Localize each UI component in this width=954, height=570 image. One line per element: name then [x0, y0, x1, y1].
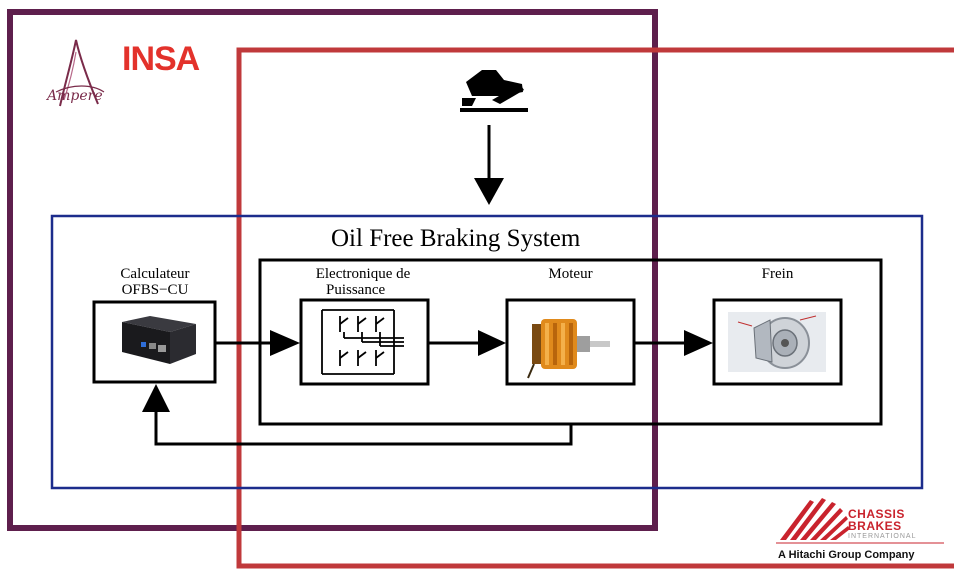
control-unit-icon [122, 316, 196, 364]
calculateur-label: Calculateur OFBS−CU [88, 266, 222, 298]
electronique-label: Electronique de Puissance [288, 266, 438, 298]
electronique-label-line2: Puissance [326, 282, 386, 298]
moteur-label: Moteur [548, 266, 593, 282]
pedal-arrow-head [474, 178, 504, 205]
cbi-frame [236, 47, 954, 569]
cbi-line3: INTERNATIONAL [848, 533, 917, 540]
feedback-arrow-head [142, 384, 170, 412]
ampere-frame [7, 9, 658, 531]
ampere-logo-mark [55, 39, 105, 107]
feedback-line [154, 412, 573, 446]
motor-icon [527, 319, 610, 379]
cbi-tagline: A Hitachi Group Company [778, 549, 915, 561]
diagram-title: Oil Free Braking System [331, 225, 581, 252]
pedal-icon [460, 70, 528, 112]
ofbs-frame [50, 214, 924, 490]
calculateur-label-line1: Calculateur [120, 266, 190, 282]
arrow-elec-to-moteur [478, 330, 506, 356]
arrow-moteur-to-frein [684, 330, 713, 356]
brake-disc-icon [728, 312, 826, 372]
cbi-line2: BRAKES [848, 519, 902, 533]
insa-logo: INSA [122, 40, 200, 78]
ampere-logo-text: Ampere [47, 88, 103, 104]
frein-label: Frein [761, 266, 794, 282]
moteur-box [505, 298, 636, 386]
cbi-line1: CHASSIS [848, 507, 905, 521]
cbi-logo-mark [780, 498, 850, 540]
cbi-logo-name: CHASSIS BRAKES [848, 508, 905, 532]
arrow-calc-to-elec [270, 330, 300, 356]
power-electronics-icon [321, 309, 404, 375]
calculateur-label-line2: OFBS−CU [121, 282, 189, 298]
electronique-label-line1: Electronique de [315, 266, 411, 282]
